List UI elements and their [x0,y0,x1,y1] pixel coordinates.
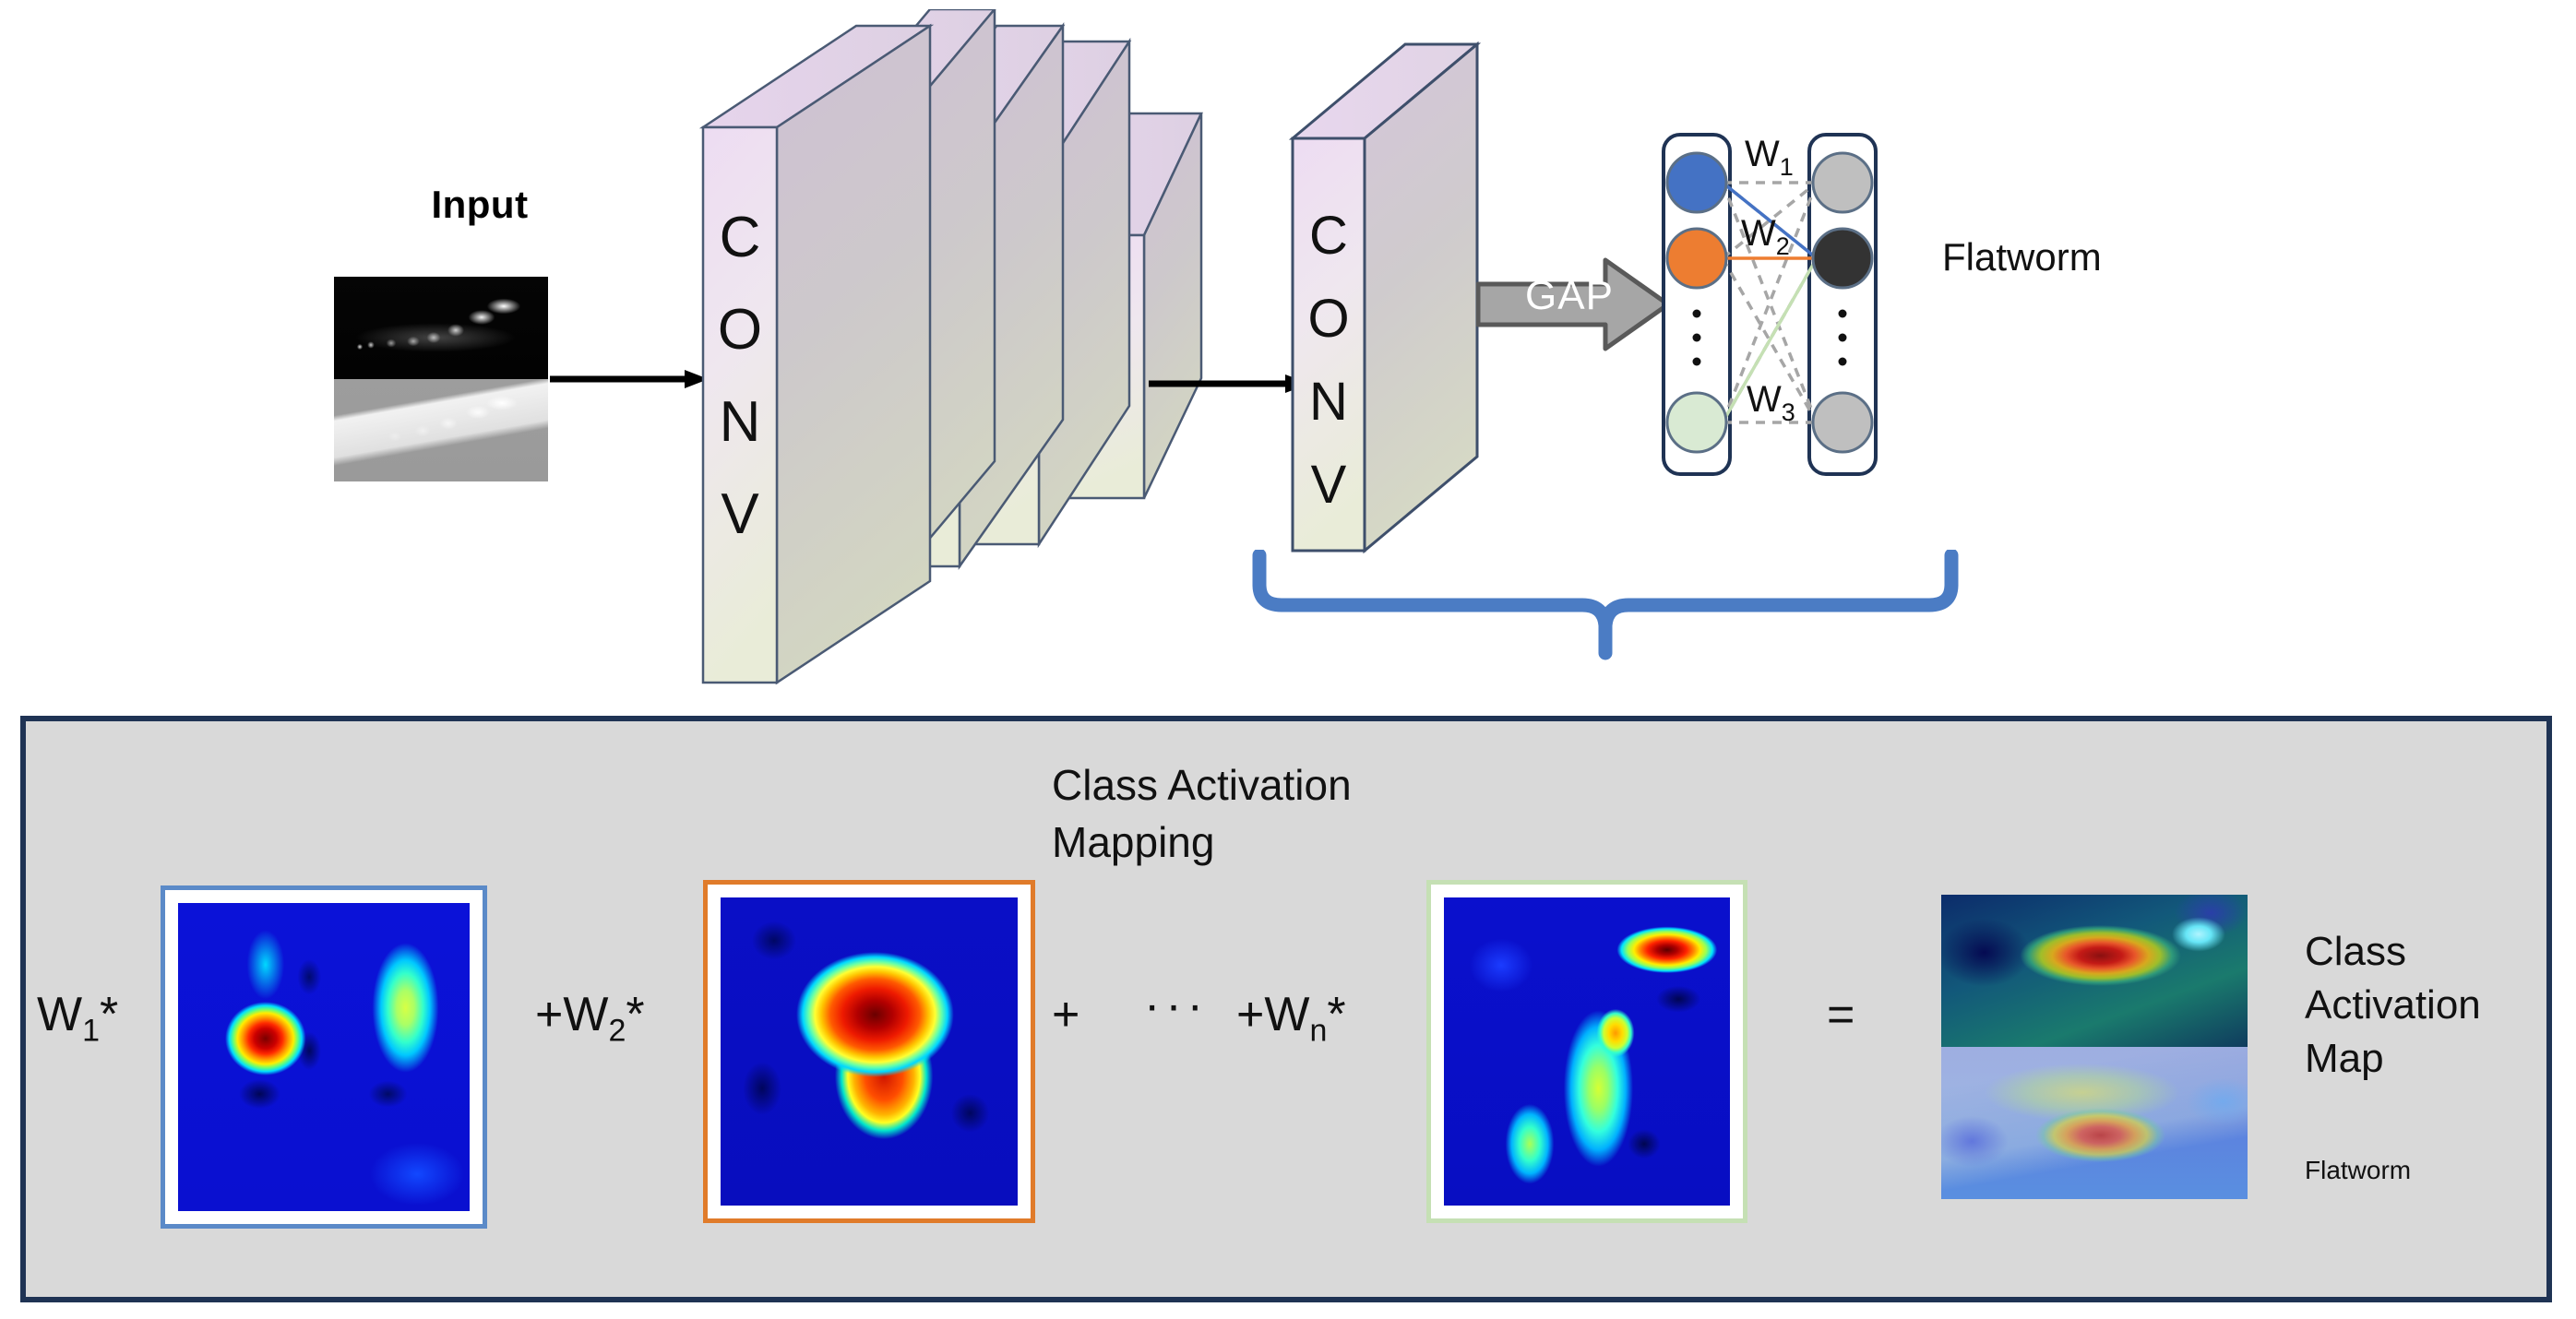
feature-map-1-frame [161,885,487,1229]
weight-label-3: W3 [1747,379,1795,426]
svg-text:N: N [720,390,761,454]
stack-to-final-conv-arrow-icon [1149,374,1310,393]
cam-title-line-1: Class Activation [1052,761,1352,809]
cam-result-label-line-1: Class [2305,929,2407,974]
input-image-fluorescence-half [334,277,548,379]
cam-overlay-brightfield-half [1941,1047,2248,1199]
gap-label: GAP [1525,273,1614,318]
feature-map-2-frame [703,880,1035,1223]
formula-term-wn: +Wn* [1236,988,1346,1049]
input-image [334,277,548,481]
weight-edge-1 [1721,181,1819,260]
class-activation-map-result-image [1941,895,2248,1199]
formula-term-w1: W1* [37,988,119,1049]
weight-label-1: W1 [1745,134,1794,181]
conv-layer-stack: C O N V C O N V C O N V C O N V C [698,9,1203,685]
cam-overlay-fluorescence-half [1941,895,2248,1047]
formula-plus: + [1052,988,1080,1041]
cam-title-line-2: Mapping [1052,818,1215,867]
formula-equals: = [1827,988,1855,1041]
curly-brace-icon [1252,550,1959,660]
feature-map-n-frame [1426,880,1747,1223]
cam-result-sublabel: Flatworm [2305,1156,2412,1184]
svg-text:V: V [721,482,759,546]
input-to-network-arrow-icon [550,370,709,388]
input-image-brightfield-half [334,379,548,481]
cam-result-label: Class Activation Map [2305,925,2545,1086]
weight-label-2: W2 [1741,213,1790,260]
gap-arrow-shape [1476,257,1670,351]
svg-text:N: N [1309,372,1348,432]
cam-result-label-line-3: Map [2305,1036,2384,1082]
formula-term-w2: +W2* [535,988,645,1049]
feature-node-1 [1665,151,1728,214]
feature-layer-capsule [1662,133,1732,476]
output-node-selected [1811,227,1874,290]
feature-node-n [1665,391,1728,454]
output-node-3 [1811,391,1874,454]
final-conv-block: C O N V [1288,41,1482,554]
feature-node-2 [1665,227,1728,290]
output-node-1 [1811,151,1874,214]
conv-block-1: C O N V [698,23,935,685]
feature-map-1-heatmap [178,903,470,1211]
formula-ellipsis: ··· [1144,979,1209,1032]
weight-edge-3 [1721,257,1819,423]
prediction-label: Flatworm [1942,235,2102,279]
output-layer-capsule [1807,133,1878,476]
svg-text:C: C [1309,206,1348,266]
input-label: Input [431,183,529,226]
feature-map-n-heatmap [1444,897,1730,1206]
feature-map-2-heatmap [721,897,1018,1206]
svg-text:O: O [718,298,762,362]
svg-text:V: V [1311,455,1347,515]
svg-text:O: O [1307,289,1349,349]
fully-connected-layers: W1 W2 W3 [1662,133,1878,476]
cam-result-label-line-2: Activation [2305,982,2481,1028]
cam-panel-title: Class Activation Mapping [1052,756,1532,871]
svg-text:C: C [720,206,761,269]
